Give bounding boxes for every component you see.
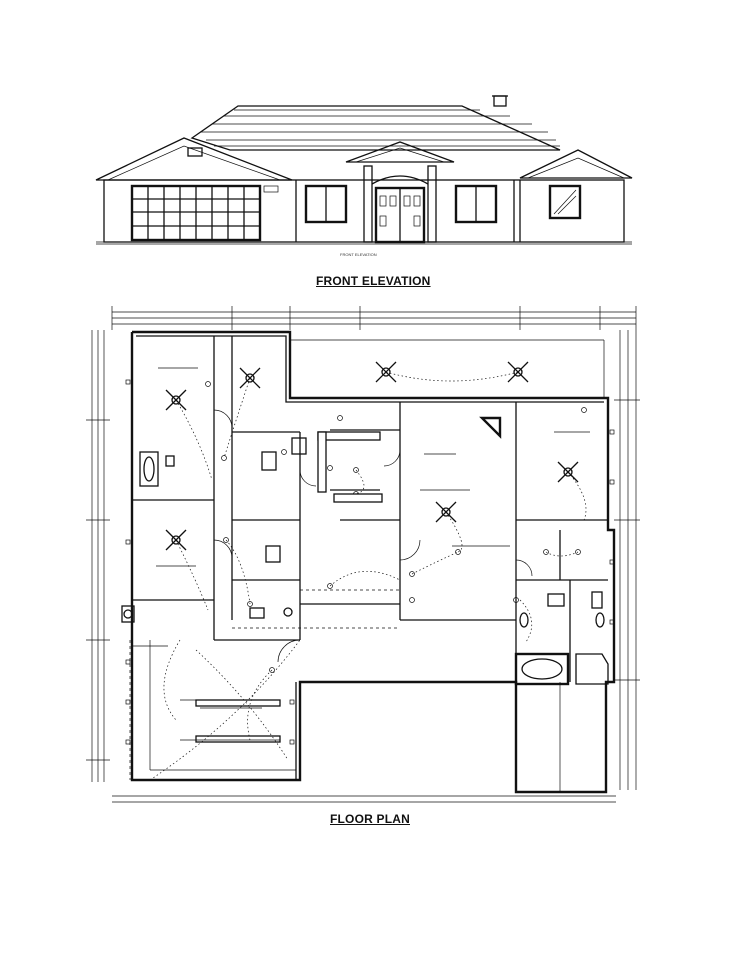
wiring-runs — [149, 371, 587, 781]
outlets — [125, 379, 615, 745]
note-strokes — [132, 367, 590, 743]
door-swings — [213, 409, 533, 663]
entry-gable — [345, 141, 455, 163]
floor-plan-caption: FLOOR PLAN — [330, 812, 410, 826]
floor-plan-drawing — [86, 306, 640, 803]
ceiling-fans — [165, 361, 579, 551]
right-gable — [519, 149, 633, 179]
interior-dimension-ticks — [129, 589, 400, 780]
roof-tiles — [200, 109, 560, 147]
roof-vent — [493, 95, 507, 107]
front-elevation-drawing — [95, 95, 633, 245]
exterior-walls — [130, 330, 616, 794]
kitchen-counters — [317, 431, 383, 503]
garage-area — [149, 640, 296, 771]
window-far-right — [548, 184, 582, 220]
bath-fixtures — [121, 437, 605, 628]
master-tub — [514, 652, 609, 686]
dimension-lines — [86, 306, 640, 803]
elevation-sublabel: FRONT ELEVATION — [340, 252, 377, 257]
interior-walls — [132, 336, 608, 682]
light-fixtures — [205, 381, 587, 673]
entry-arch — [371, 175, 429, 185]
main-roof — [190, 105, 561, 151]
front-elevation-caption: FRONT ELEVATION — [316, 274, 431, 288]
